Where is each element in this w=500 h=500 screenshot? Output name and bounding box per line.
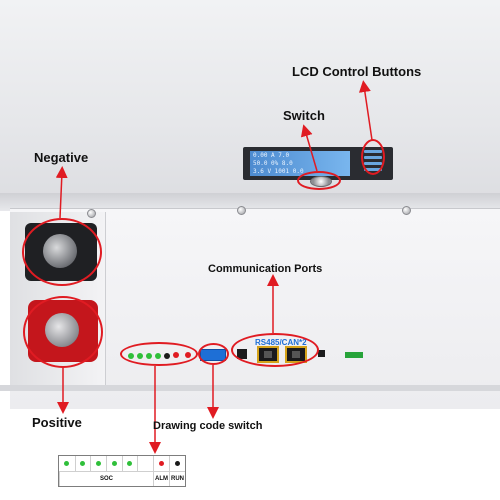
negative-callout (22, 218, 102, 286)
label-negative: Negative (34, 150, 89, 165)
legend-cell (74, 456, 91, 471)
small-connector (318, 350, 325, 357)
legend-cell (106, 456, 122, 471)
positive-callout (23, 296, 103, 368)
legend-cell (153, 456, 169, 471)
lcd-display: 0.00 A 7.0 50.0 0% 8.0 3.6 V 1001 0.0 (250, 151, 350, 176)
legend-soc-dot (96, 461, 102, 466)
lcd-line: 3.6 V 1001 0.0 (253, 168, 304, 175)
dip-callout (198, 343, 229, 365)
legend-cell (90, 456, 106, 471)
screw (402, 206, 411, 215)
lcd-line: 50.0 0% 8.0 (253, 160, 293, 167)
led-legend: SOC ALM RUN (58, 455, 186, 487)
legend-soc-dot (64, 461, 70, 466)
legend-cell (59, 456, 75, 471)
lcd-line: 0.00 A 7.0 (253, 152, 290, 159)
legend-alm-dot (159, 461, 164, 466)
screw (87, 209, 96, 218)
label-switch: Switch (283, 108, 325, 123)
label-communication-ports: Communication Ports (208, 263, 323, 275)
arrow-switch (300, 124, 318, 172)
label-drawing-code-switch: Drawing code switch (153, 420, 263, 432)
screw (237, 206, 246, 215)
legend-cell (121, 456, 138, 471)
label-positive: Positive (32, 415, 82, 430)
legend-alm-label: ALM (153, 471, 169, 486)
legend-cell (169, 456, 185, 471)
terminal-block (345, 352, 363, 358)
legend-run-dot (175, 461, 180, 466)
legend-soc-dot (111, 461, 117, 466)
lcd-buttons-callout (361, 139, 385, 175)
legend-run-label: RUN (169, 471, 185, 486)
switch-callout (297, 171, 341, 190)
legend-cell (137, 456, 153, 471)
leds-callout (120, 342, 198, 366)
legend-soc-dot (80, 461, 86, 466)
label-lcd-buttons: LCD Control Buttons (292, 64, 422, 79)
arrow-lcd-buttons (358, 80, 373, 141)
battery-lid-edge (0, 193, 500, 211)
battery-bottom-edge (0, 385, 500, 391)
arrow-negative (55, 166, 68, 219)
legend-soc-label: SOC (59, 471, 153, 486)
ports-callout (231, 333, 319, 367)
legend-soc-dot (127, 461, 133, 466)
